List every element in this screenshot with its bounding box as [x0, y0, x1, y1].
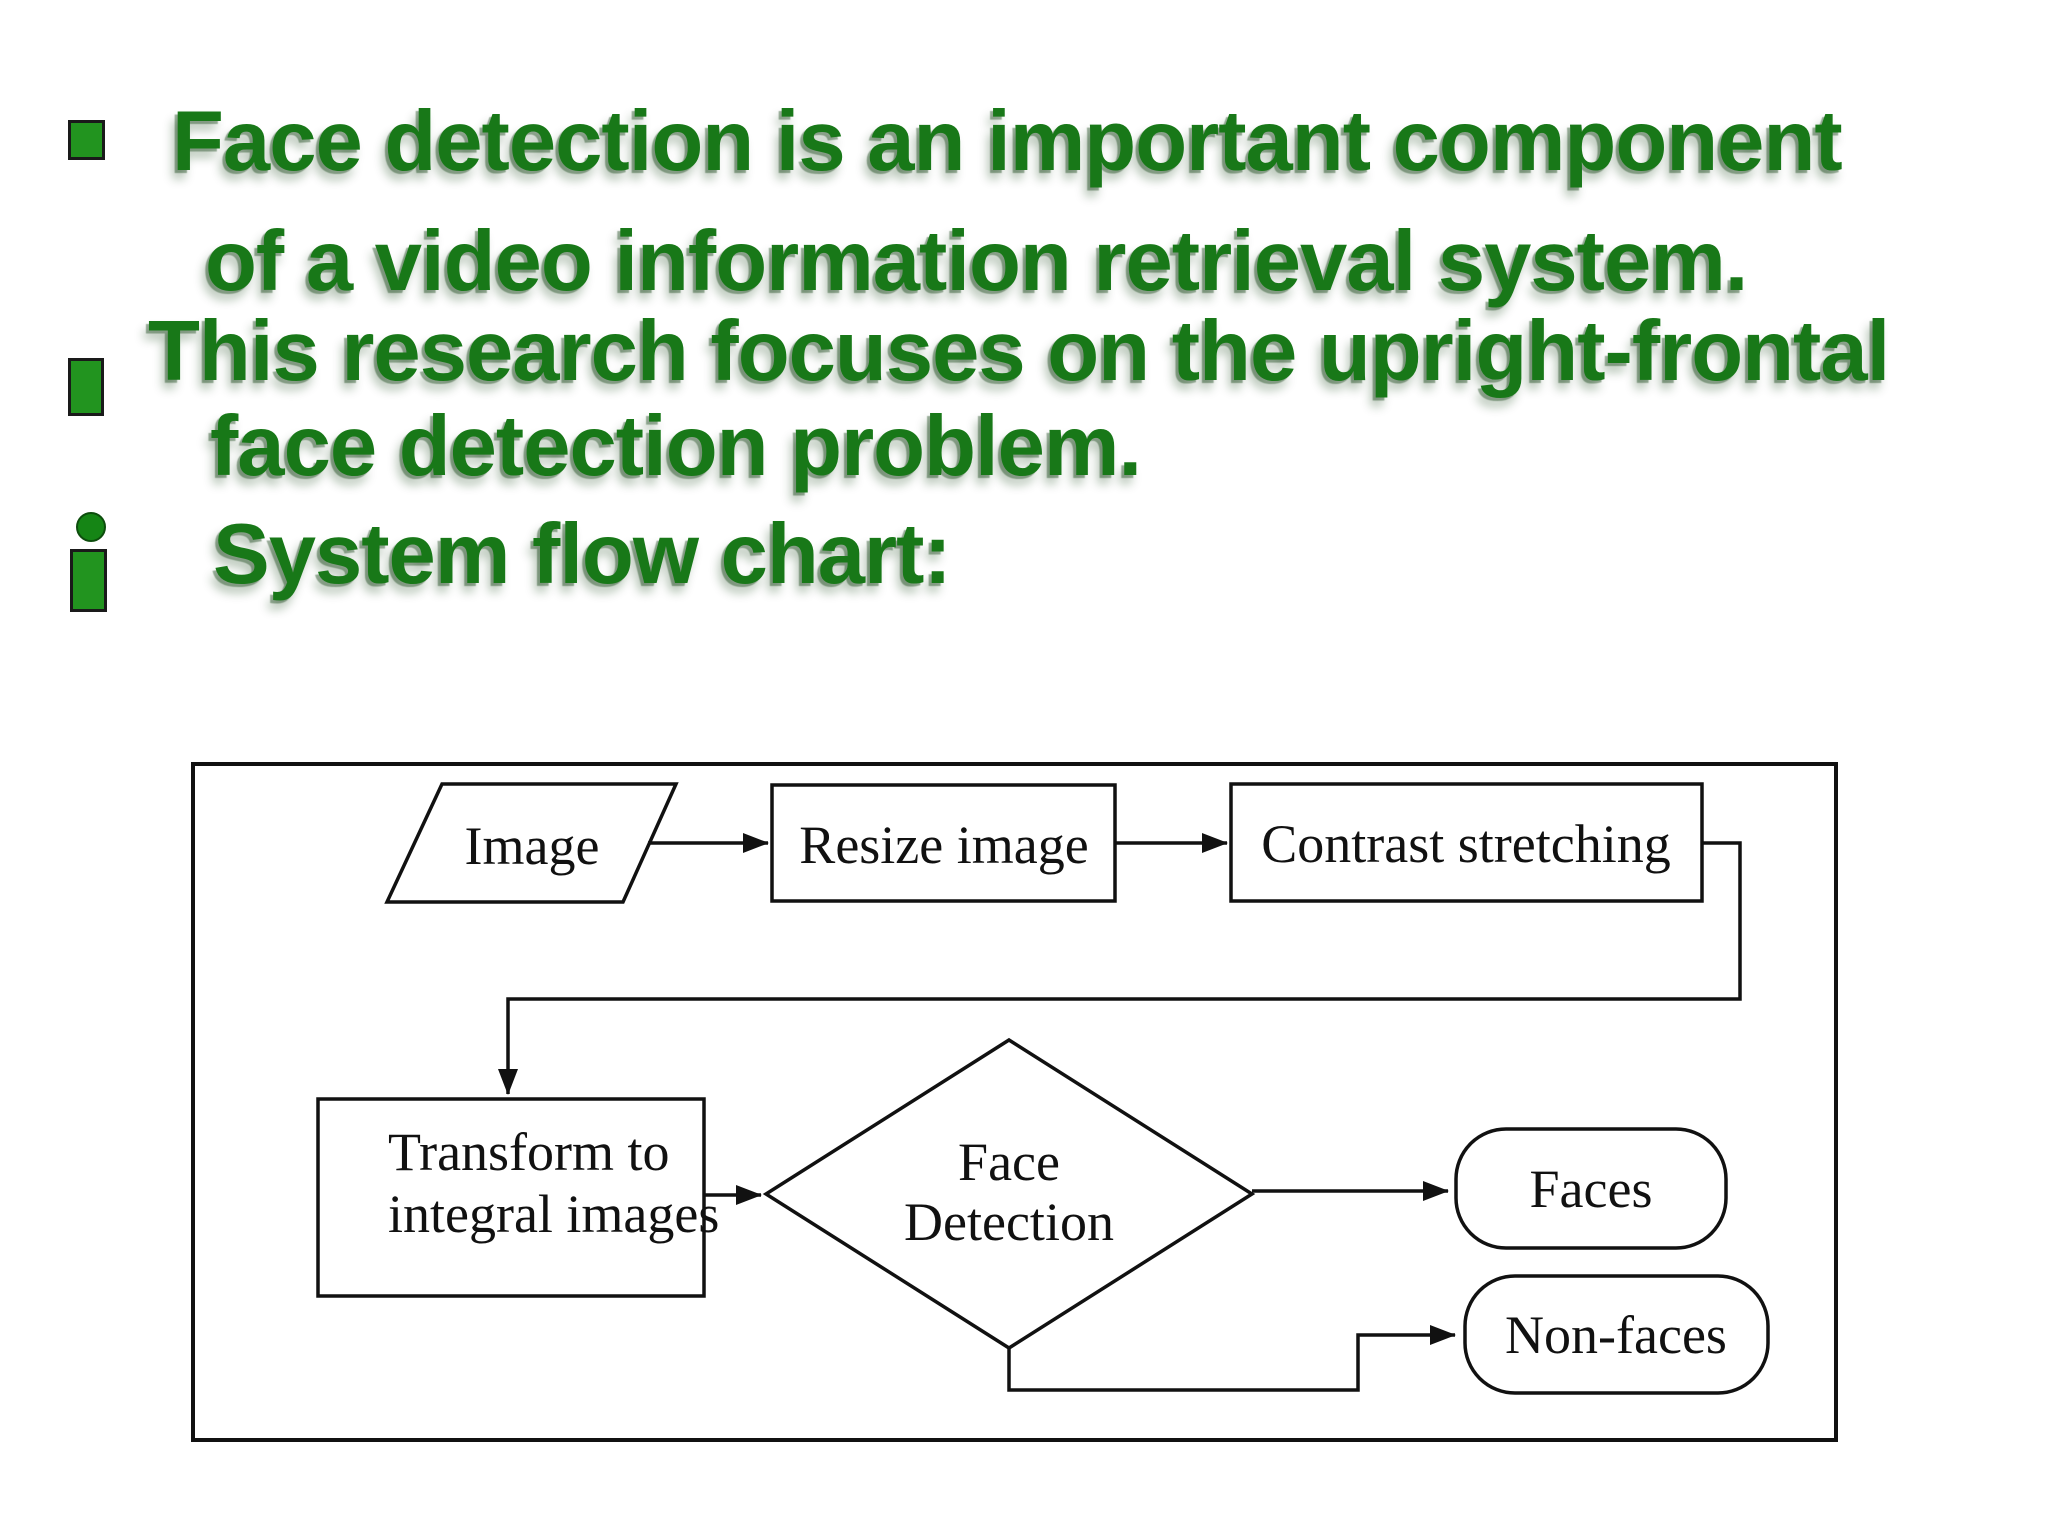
node-resize-rect	[770, 783, 1117, 903]
bullet-square-icon-2	[68, 358, 104, 416]
node-image-label: Image	[465, 816, 600, 876]
node-transform-label-line1: Transform to	[388, 1122, 670, 1182]
bullet3-text-line1: System flow chart:	[213, 507, 952, 602]
bullet2-text-line2: face detection problem.	[210, 399, 1142, 494]
node-nonfaces-terminator	[1463, 1274, 1770, 1395]
arrow-contrast-to-transform	[498, 841, 1742, 1095]
node-transform-rect	[316, 1097, 706, 1298]
node-decision-label-line1: Face	[958, 1132, 1060, 1192]
node-nonfaces-label: Non-faces	[1505, 1305, 1727, 1365]
bullet1-text-line2: of a video information retrieval system.	[205, 214, 1748, 309]
node-contrast-rect	[1229, 782, 1704, 903]
node-image-parallelogram	[384, 782, 679, 904]
node-contrast-label: Contrast stretching	[1261, 814, 1670, 874]
bullet-square-icon-1	[68, 120, 105, 160]
bullet1-text-line1: Face detection is an important component	[172, 94, 1843, 189]
node-resize-label: Resize image	[799, 815, 1088, 875]
node-faces-terminator	[1454, 1127, 1728, 1250]
bullet-dot-icon-3	[76, 512, 106, 542]
node-faces-label: Faces	[1530, 1159, 1653, 1219]
node-transform-label-line2: integral images	[388, 1184, 719, 1244]
bullet-square-icon-3	[70, 549, 107, 612]
node-decision-label-line2: Detection	[904, 1192, 1114, 1252]
flowchart-frame	[191, 762, 1838, 1442]
bullet2-text-line1: This research focuses on the upright-fro…	[148, 304, 1890, 399]
arrow-decision-to-nonfaces	[1007, 1325, 1456, 1392]
